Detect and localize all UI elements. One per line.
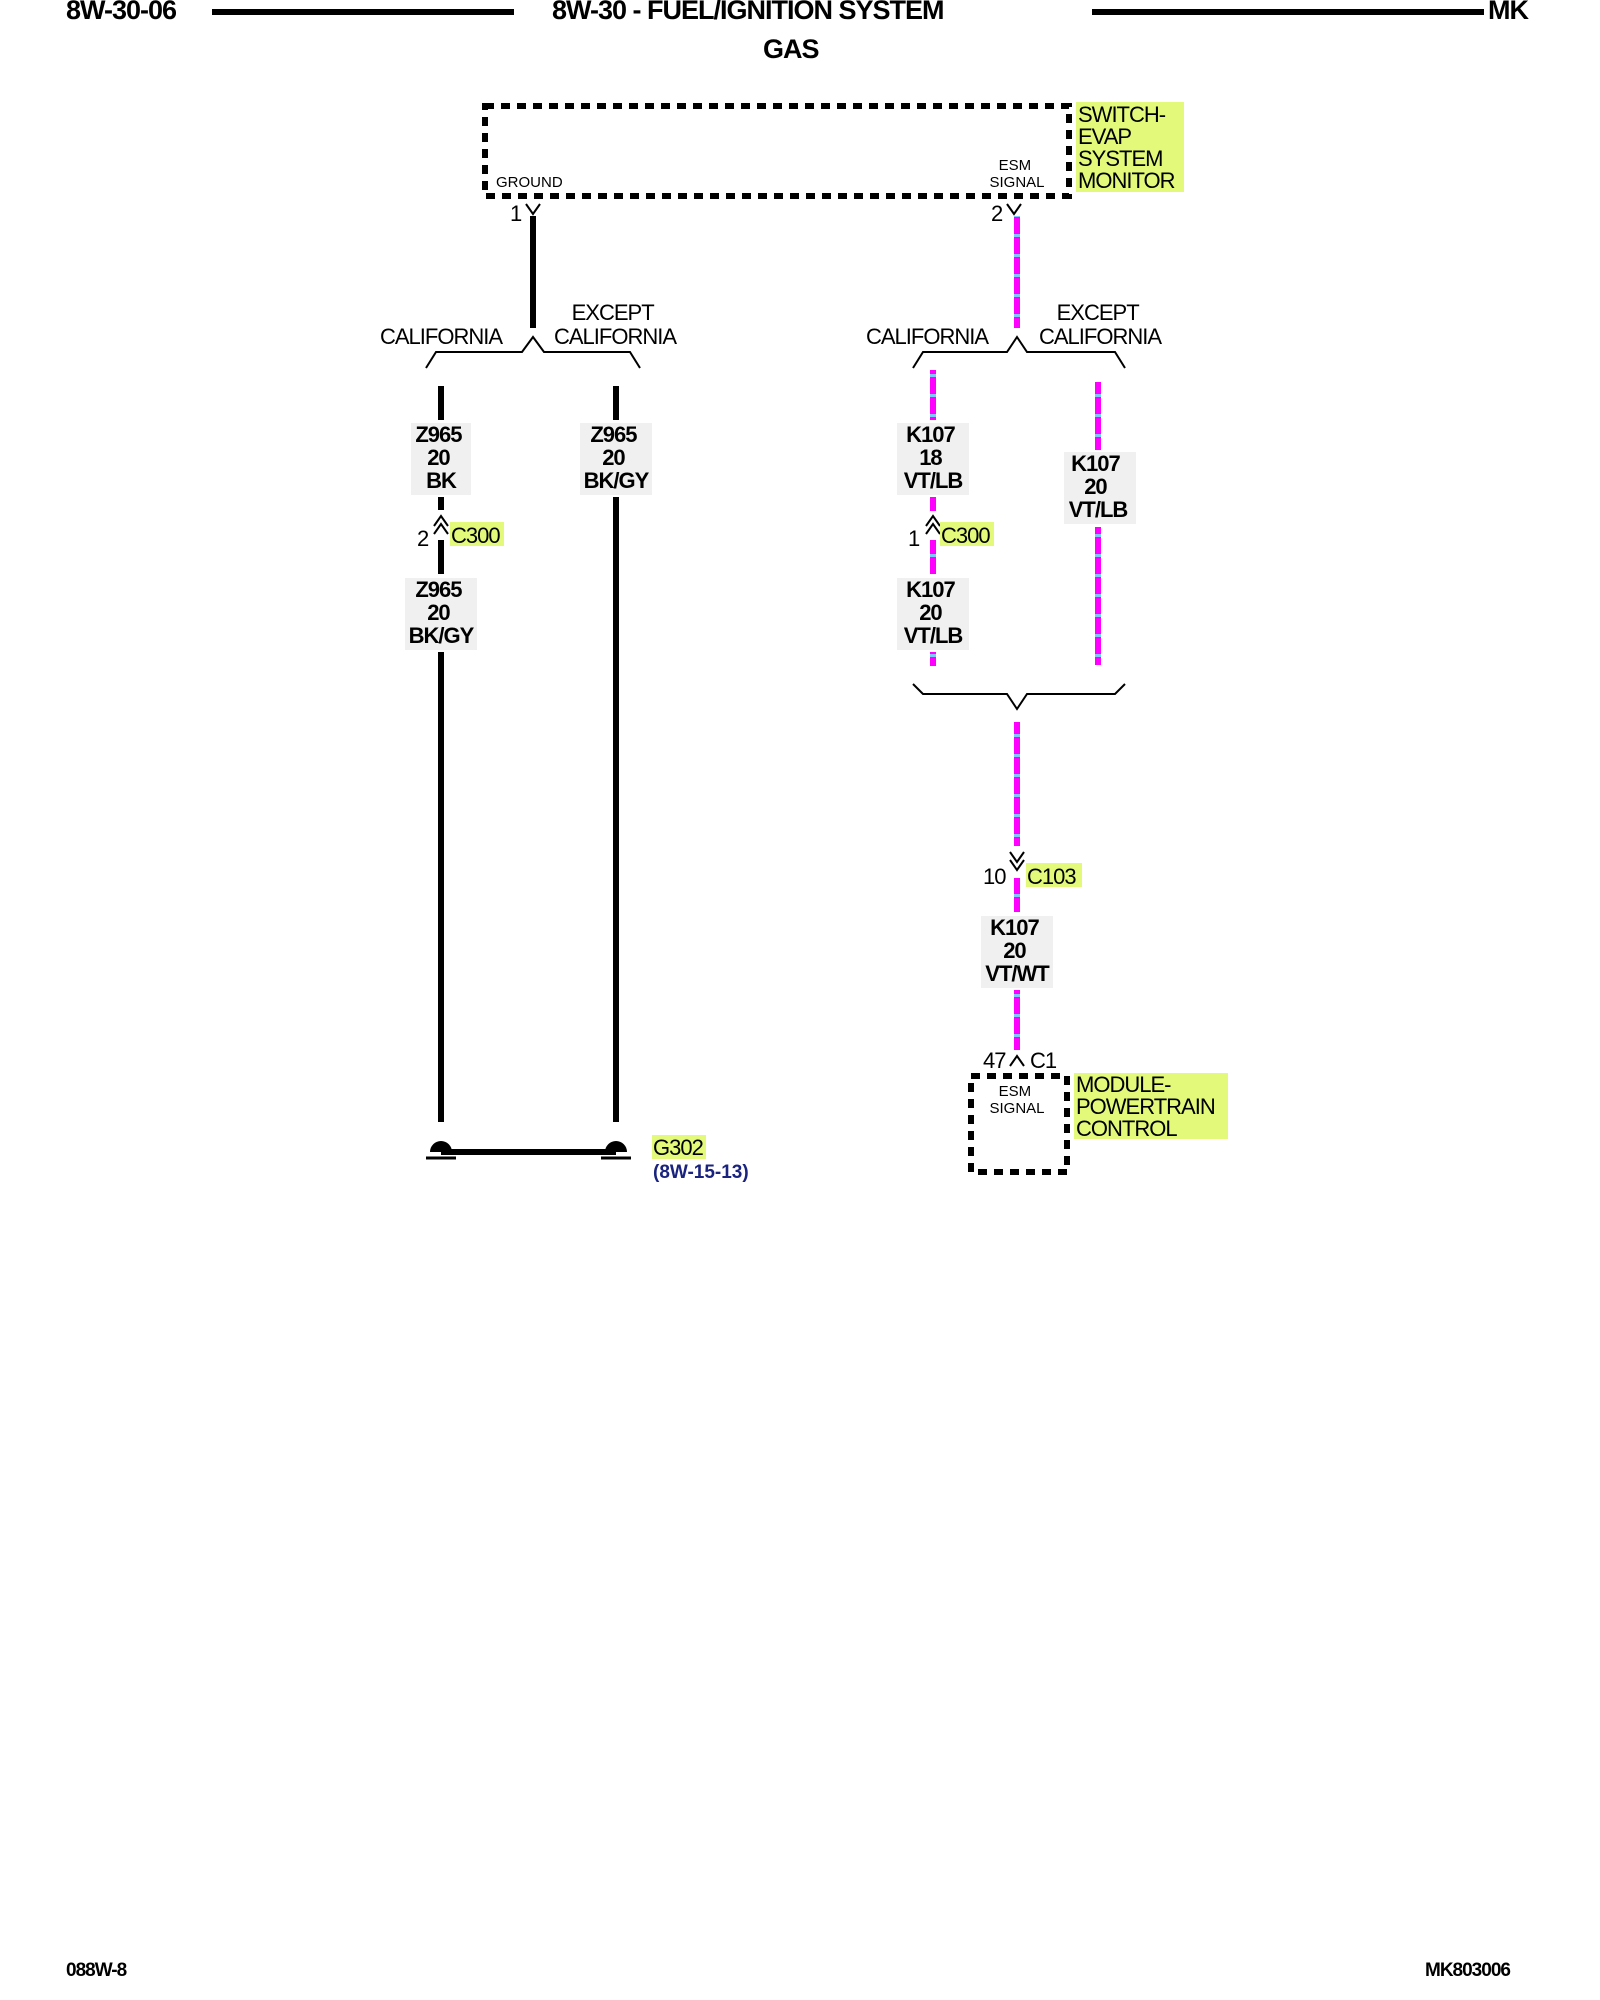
pcm-pin-name: ESM SIGNAL [989, 1083, 1044, 1117]
ground-branch-except: EXCEPT CALIFORNIA [554, 300, 677, 349]
evap-switch-box [482, 103, 1072, 199]
evap-switch: SWITCH- EVAP SYSTEM MONITOR GROUND ESM S… [482, 102, 1184, 226]
signal-cal-upper-code: K107 18 VT/LB [904, 422, 963, 493]
c300-signal-connector [925, 514, 941, 535]
signal-except-wire-upper [1095, 382, 1101, 450]
header-rule-left [212, 9, 514, 15]
signal-circuit: CALIFORNIA EXCEPT CALIFORNIA K107 18 VT/… [866, 216, 1228, 1175]
c103-pin: 10 [983, 864, 1006, 889]
signal-cal-lower-code: K107 20 VT/LB [904, 577, 963, 648]
signal-branch-california: CALIFORNIA [866, 324, 989, 349]
evap-switch-label: SWITCH- EVAP SYSTEM MONITOR [1078, 102, 1175, 193]
pcm-pin-terminal [1009, 1054, 1025, 1067]
c300-signal-label: C300 [941, 523, 990, 548]
evap-pin2-terminal [1006, 203, 1022, 216]
ground-circuit: CALIFORNIA EXCEPT CALIFORNIA Z965 20 BK … [380, 216, 749, 1183]
evap-pin1-terminal [525, 203, 541, 216]
ground-cal-upper-code: Z965 20 BK [415, 422, 466, 493]
ground-branch-california: CALIFORNIA [380, 324, 503, 349]
signal-trunk-wire [1014, 216, 1020, 328]
c300-ground-pin: 2 [417, 526, 429, 551]
ground-eyelet-right [605, 1141, 627, 1152]
signal-main-wire-upper [1014, 722, 1020, 846]
ground-pin-name: GROUND [496, 174, 563, 191]
footer-left-code: 088W-8 [66, 1960, 127, 1981]
signal-merge-brace [912, 683, 1126, 711]
ground-g302-label: G302 [653, 1135, 704, 1160]
pcm-connector-id: C1 [1030, 1048, 1057, 1073]
c103-label: C103 [1027, 864, 1076, 889]
signal-cal-wire-upper [930, 370, 936, 420]
ground-except-code: Z965 20 BK/GY [584, 422, 650, 493]
page-title: 8W-30 - FUEL/IGNITION SYSTEM [552, 0, 944, 25]
c300-signal-pin: 1 [908, 526, 920, 551]
model-code: MK [1488, 0, 1529, 25]
c300-ground-connector [433, 514, 449, 535]
pcm-pin-number: 47 [983, 1048, 1006, 1073]
signal-main-code: K107 20 VT/WT [985, 915, 1050, 986]
c103-connector [1009, 851, 1025, 872]
esm-signal-pin-name: ESM SIGNAL [989, 157, 1044, 191]
signal-branch-brace-top [912, 335, 1126, 369]
page-subtitle: GAS [763, 34, 820, 64]
header-rule-right [1092, 9, 1484, 15]
signal-main-wire-lower [1014, 990, 1020, 1050]
ground-eyelet-left [430, 1141, 452, 1152]
signal-except-code: K107 20 VT/LB [1069, 451, 1128, 522]
c300-ground-label: C300 [451, 523, 500, 548]
evap-pin2-number: 2 [991, 201, 1003, 226]
evap-switch-label-highlight [1076, 102, 1184, 192]
pcm-box [968, 1073, 1070, 1175]
signal-branch-except: EXCEPT CALIFORNIA [1039, 300, 1162, 349]
page-id: 8W-30-06 [66, 0, 177, 25]
ground-g302-ref: (8W-15-13) [653, 1162, 749, 1183]
pcm-label: MODULE- POWERTRAIN CONTROL [1076, 1072, 1220, 1141]
ground-cal-lower-code: Z965 20 BK/GY [409, 577, 475, 648]
ground-branch-brace [425, 335, 641, 369]
signal-except-wire-lower [1095, 527, 1101, 665]
evap-pin1-number: 1 [510, 201, 522, 226]
footer-right-code: MK803006 [1425, 1960, 1511, 1981]
signal-cal-wire-lower [930, 652, 936, 666]
